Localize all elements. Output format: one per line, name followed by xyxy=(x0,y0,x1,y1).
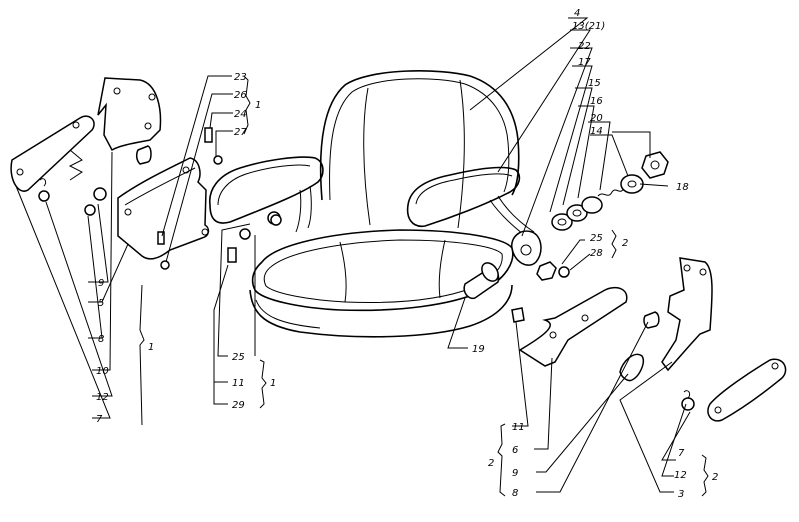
label-18: 18 xyxy=(676,182,689,193)
label-5: 5 xyxy=(98,298,104,309)
label-16: 16 xyxy=(590,96,603,107)
label-1-top: 1 xyxy=(255,100,261,111)
label-11-bottom-right: 11 xyxy=(512,422,525,433)
label-4: 4 xyxy=(574,8,580,19)
label-20: 20 xyxy=(590,113,603,124)
label-25-mid: 25 xyxy=(232,352,245,363)
label-25-right: 25 xyxy=(590,233,603,244)
right-hardware-parts xyxy=(511,151,787,422)
label-3: 3 xyxy=(678,489,684,500)
label-2-bottom-right: 2 xyxy=(488,458,494,469)
label-23: 23 xyxy=(234,72,247,83)
label-7-right: 7 xyxy=(678,448,685,459)
label-11-mid: 11 xyxy=(232,378,245,389)
label-22: 22 xyxy=(578,41,591,52)
leader-lines xyxy=(15,17,709,497)
left-bracket-parts xyxy=(10,77,282,270)
label-12-right: 12 xyxy=(674,470,687,481)
label-29: 29 xyxy=(232,400,245,411)
label-1-left: 1 xyxy=(148,342,154,353)
label-15: 15 xyxy=(588,78,601,89)
label-1-mid: 1 xyxy=(270,378,276,389)
seat-assembly xyxy=(209,70,542,338)
label-26: 26 xyxy=(234,90,247,101)
label-13-21: 13(21) xyxy=(572,21,605,32)
label-2-right-mid: 2 xyxy=(622,238,628,249)
label-12-left: 12 xyxy=(96,392,109,403)
part-number-labels: 4 13(21) 22 17 15 16 20 14 18 25 28 2 19… xyxy=(96,8,718,500)
label-17: 17 xyxy=(578,57,591,68)
label-27: 27 xyxy=(234,127,247,138)
label-7-left: 7 xyxy=(96,414,103,425)
label-24: 24 xyxy=(234,109,247,120)
label-2-right: 2 xyxy=(712,472,718,483)
label-9-left: 9 xyxy=(98,278,104,289)
label-19: 19 xyxy=(472,344,485,355)
label-28: 28 xyxy=(590,248,603,259)
label-8-bottom-right: 8 xyxy=(512,488,518,499)
label-9-bottom-right: 9 xyxy=(512,468,518,479)
label-10: 10 xyxy=(96,366,109,377)
label-14: 14 xyxy=(590,126,603,137)
label-6: 6 xyxy=(512,445,518,456)
label-8-left: 8 xyxy=(98,334,104,345)
